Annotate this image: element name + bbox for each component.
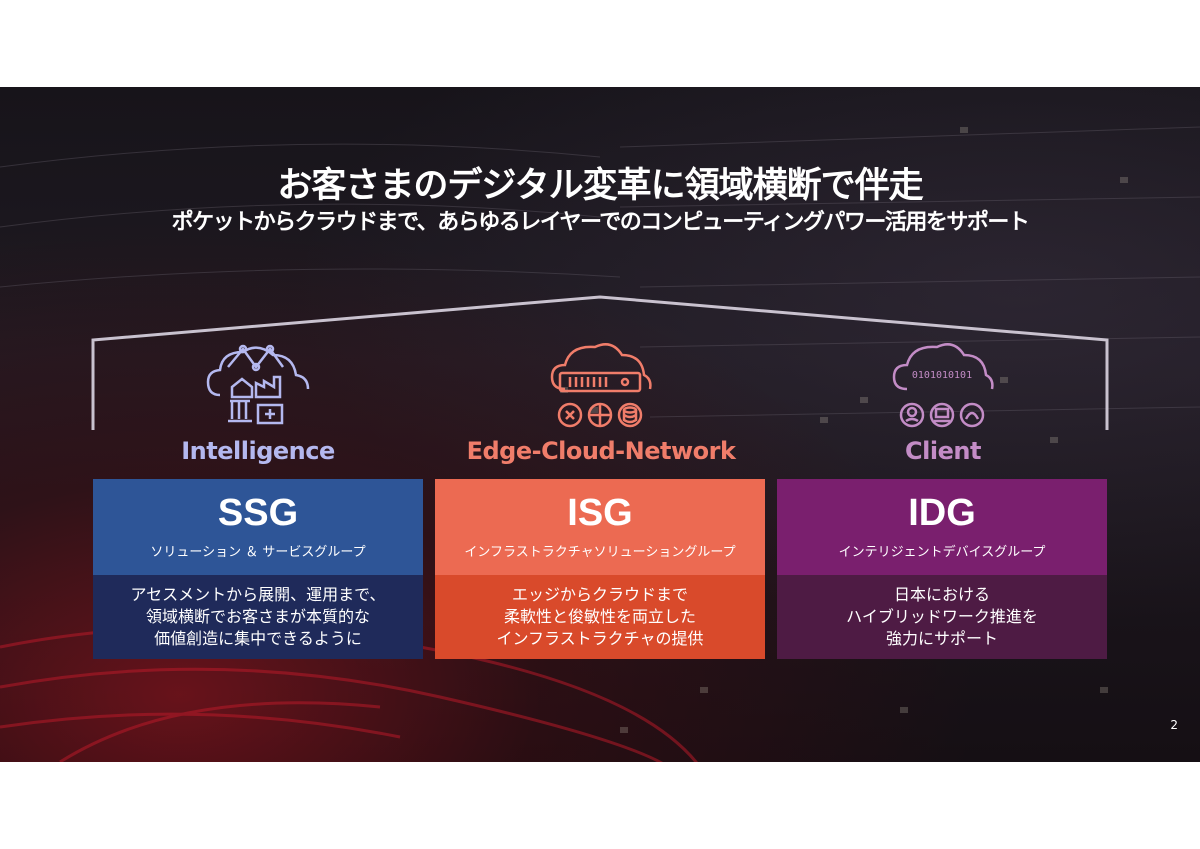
cloud-buildings-icon (206, 344, 310, 425)
ssg-card: SSG ソリューション ＆ サービスグループ アセスメントから展開、運用まで、 … (93, 479, 423, 659)
svg-text:0101010101: 0101010101 (912, 370, 972, 381)
page-number: 2 (1170, 718, 1178, 732)
isg-card: ISG インフラストラクチャソリューショングループ エッジからクラウドまで 柔軟… (435, 479, 765, 659)
cloud-server-icon (550, 343, 652, 428)
page-subtitle: ポケットからクラウドまで、あらゆるレイヤーでのコンピューティングパワー活用をサポ… (171, 210, 1030, 235)
ssg-card-header: SSG ソリューション ＆ サービスグループ (93, 479, 423, 575)
slide-background: お客さまのデジタル変革に領域横断で伴走 ポケットからクラウドまで、あらゆるレイヤ… (0, 87, 1200, 762)
isg-card-header: ISG インフラストラクチャソリューショングループ (435, 479, 765, 575)
ssg-desc-line: 領域横断でお客さまが本質的な (145, 607, 370, 626)
idg-code: IDG (908, 492, 976, 534)
area-label-client: Client (905, 437, 981, 465)
cloud-binary-devices-icon: 0101010101 (892, 343, 994, 428)
ssg-desc-line: 価値創造に集中できるように (154, 629, 362, 648)
area-label-edge-cloud-network: Edge-Cloud-Network (466, 437, 736, 465)
idg-desc-line: 日本における (893, 585, 990, 604)
ssg-code: SSG (217, 492, 299, 534)
ssg-name: ソリューション ＆ サービスグループ (150, 545, 366, 560)
idg-desc-line: ハイブリッドワーク推進を (846, 607, 1038, 626)
isg-name: インフラストラクチャソリューショングループ (464, 545, 736, 560)
idg-card: IDG インテリジェントデバイスグループ 日本における ハイブリッドワーク推進を… (777, 479, 1107, 659)
isg-desc-line: インフラストラクチャの提供 (496, 629, 704, 648)
idg-description: 日本における ハイブリッドワーク推進を 強力にサポート (777, 575, 1107, 659)
idg-desc-line: 強力にサポート (885, 629, 998, 648)
isg-description: エッジからクラウドまで 柔軟性と俊敏性を両立した インフラストラクチャの提供 (435, 575, 765, 659)
idg-card-header: IDG インテリジェントデバイスグループ (777, 479, 1107, 575)
isg-code: ISG (567, 492, 633, 534)
page-title: お客さまのデジタル変革に領域横断で伴走 (277, 166, 923, 206)
isg-desc-line: 柔軟性と俊敏性を両立した (503, 607, 696, 626)
ssg-description: アセスメントから展開、運用まで、 領域横断でお客さまが本質的な 価値創造に集中で… (93, 575, 423, 659)
isg-desc-line: エッジからクラウドまで (511, 585, 688, 604)
idg-name: インテリジェントデバイスグループ (838, 545, 1046, 560)
area-label-intelligence: Intelligence (181, 437, 335, 465)
roof-frame-line (91, 295, 1109, 430)
ssg-desc-line: アセスメントから展開、運用まで、 (130, 585, 386, 604)
